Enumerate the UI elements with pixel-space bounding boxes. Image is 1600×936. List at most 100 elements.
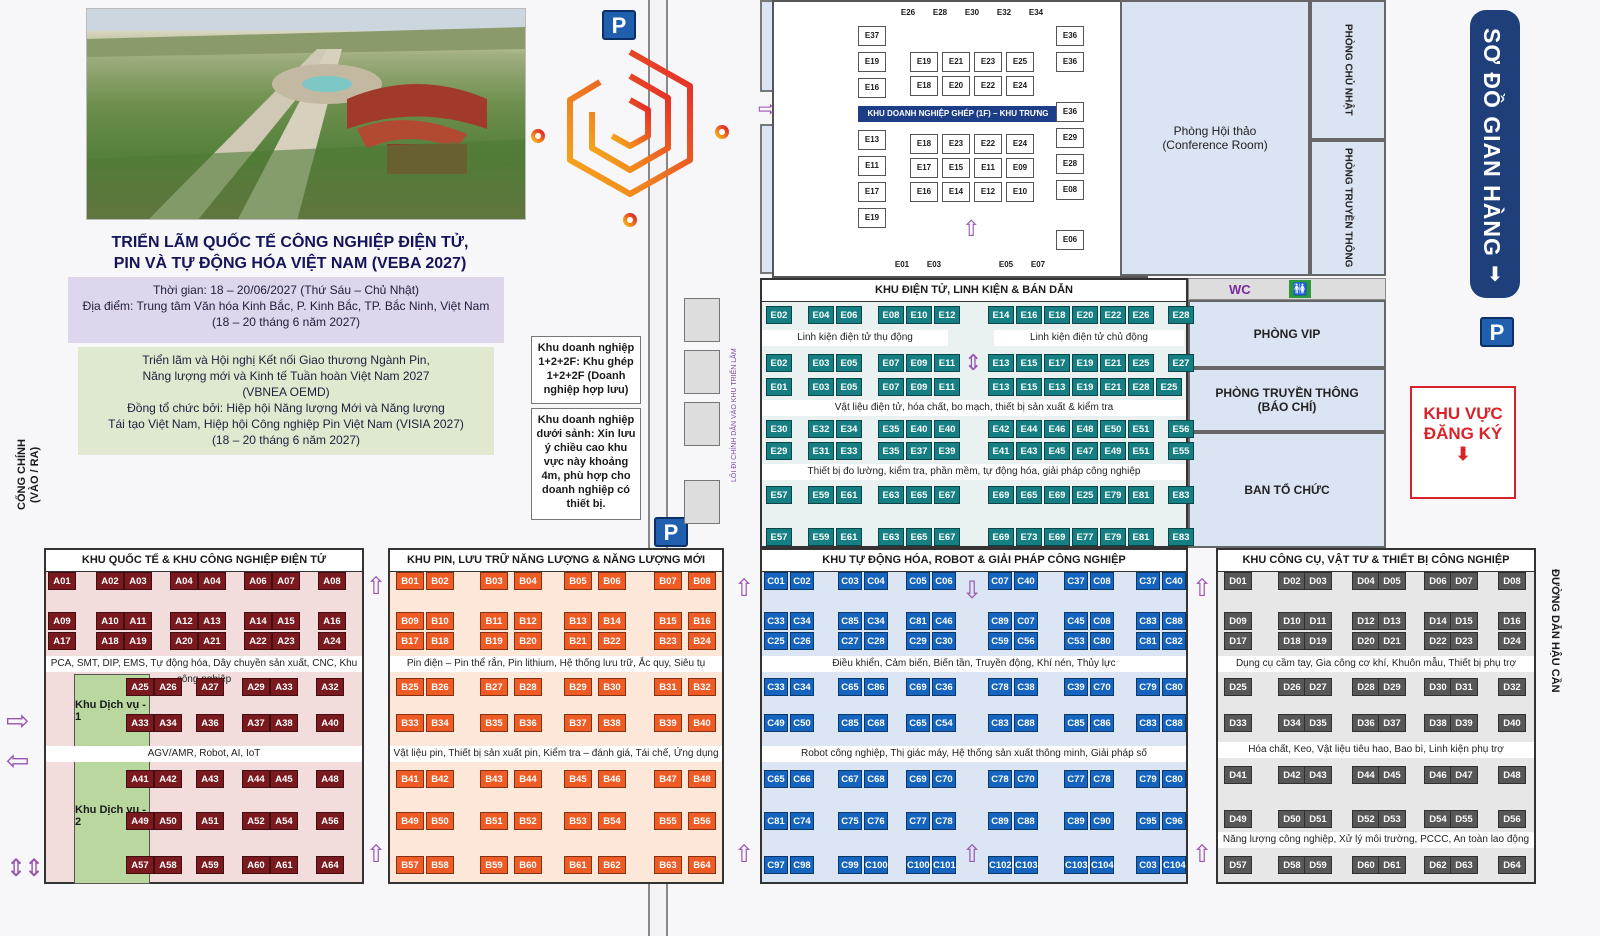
booth[interactable]: A40: [316, 714, 344, 732]
booth[interactable]: A16: [318, 612, 346, 630]
booth[interactable]: C97: [764, 856, 788, 874]
booth[interactable]: A44: [242, 770, 270, 788]
booth[interactable]: B60: [514, 856, 542, 874]
booth[interactable]: E07: [878, 378, 904, 396]
booth[interactable]: E28: [1056, 154, 1084, 174]
booth[interactable]: E13: [858, 130, 886, 150]
booth[interactable]: B39: [654, 714, 682, 732]
booth[interactable]: C02: [790, 572, 814, 590]
booth[interactable]: D04: [1352, 572, 1380, 590]
booth[interactable]: B33: [396, 714, 424, 732]
booth[interactable]: E11: [934, 378, 960, 396]
booth[interactable]: C08: [1090, 572, 1114, 590]
booth[interactable]: B08: [688, 572, 716, 590]
vip-room[interactable]: PHÒNG VIP: [1188, 300, 1386, 368]
booth[interactable]: C67: [838, 770, 862, 788]
booth[interactable]: B12: [514, 612, 542, 630]
booth[interactable]: E69: [988, 528, 1014, 546]
booth[interactable]: D50: [1278, 810, 1306, 828]
booth[interactable]: B14: [598, 612, 626, 630]
booth[interactable]: C08: [1090, 612, 1114, 630]
booth[interactable]: A42: [154, 770, 182, 788]
booth[interactable]: D38: [1424, 714, 1452, 732]
booth[interactable]: E21: [1100, 354, 1126, 372]
booth[interactable]: B07: [654, 572, 682, 590]
booth[interactable]: E01: [766, 378, 792, 396]
booth[interactable]: C04: [864, 572, 888, 590]
booth[interactable]: E73: [1016, 528, 1042, 546]
booth[interactable]: E23: [974, 52, 1002, 72]
booth[interactable]: D31: [1450, 678, 1478, 696]
booth[interactable]: C85: [838, 612, 862, 630]
booth[interactable]: A07: [272, 572, 300, 590]
booth[interactable]: D57: [1224, 856, 1252, 874]
booth[interactable]: B22: [598, 632, 626, 650]
booth[interactable]: C77: [906, 812, 930, 830]
booth[interactable]: C53: [1064, 632, 1088, 650]
booth[interactable]: C77: [1064, 770, 1088, 788]
booth[interactable]: E29: [1056, 128, 1084, 148]
booth[interactable]: E59: [808, 486, 834, 504]
booth[interactable]: B36: [514, 714, 542, 732]
booth[interactable]: B28: [514, 678, 542, 696]
booth[interactable]: C07: [988, 572, 1012, 590]
booth[interactable]: C65: [838, 678, 862, 696]
booth[interactable]: E17: [858, 182, 886, 202]
booth[interactable]: D36: [1352, 714, 1380, 732]
booth[interactable]: E15: [1016, 378, 1042, 396]
booth[interactable]: A19: [124, 632, 152, 650]
booth[interactable]: B01: [396, 572, 424, 590]
booth[interactable]: C65: [906, 714, 930, 732]
booth[interactable]: E31: [808, 442, 834, 460]
conference-room[interactable]: Phòng Hội thảo (Conference Room): [1120, 0, 1310, 276]
booth[interactable]: B13: [564, 612, 592, 630]
booth[interactable]: E06: [1056, 230, 1084, 250]
booth[interactable]: A13: [198, 612, 226, 630]
booth[interactable]: A52: [242, 812, 270, 830]
booth[interactable]: B24: [688, 632, 716, 650]
booth[interactable]: B05: [564, 572, 592, 590]
booth[interactable]: C37: [1064, 572, 1088, 590]
booth[interactable]: C25: [764, 632, 788, 650]
booth[interactable]: C34: [864, 612, 888, 630]
booth[interactable]: B51: [480, 812, 508, 830]
booth[interactable]: A59: [196, 856, 224, 874]
booth[interactable]: D44: [1352, 766, 1380, 784]
booth[interactable]: E29: [766, 442, 792, 460]
booth[interactable]: E05: [836, 378, 862, 396]
booth[interactable]: A54: [270, 812, 298, 830]
booth[interactable]: A60: [242, 856, 270, 874]
booth[interactable]: C85: [838, 714, 862, 732]
booth[interactable]: E51: [1128, 420, 1154, 438]
booth[interactable]: B23: [654, 632, 682, 650]
booth[interactable]: E83: [1168, 486, 1194, 504]
booth[interactable]: B09: [396, 612, 424, 630]
booth[interactable]: B61: [564, 856, 592, 874]
booth[interactable]: E33: [836, 442, 862, 460]
booth[interactable]: C66: [790, 770, 814, 788]
booth[interactable]: A04: [198, 572, 226, 590]
booth[interactable]: E21: [942, 52, 970, 72]
booth[interactable]: E09: [1006, 158, 1034, 178]
booth[interactable]: D17: [1224, 632, 1252, 650]
booth[interactable]: A36: [196, 714, 224, 732]
booth[interactable]: E41: [988, 442, 1014, 460]
booth[interactable]: D01: [1224, 572, 1252, 590]
booth[interactable]: C78: [932, 812, 956, 830]
booth[interactable]: A64: [316, 856, 344, 874]
booth[interactable]: D45: [1378, 766, 1406, 784]
booth[interactable]: A27: [196, 678, 224, 696]
booth[interactable]: E57: [766, 486, 792, 504]
booth[interactable]: E09: [906, 354, 932, 372]
booth[interactable]: D23: [1450, 632, 1478, 650]
booth[interactable]: B34: [426, 714, 454, 732]
booth[interactable]: E19: [910, 52, 938, 72]
booth[interactable]: B11: [480, 612, 508, 630]
booth[interactable]: E21: [1100, 378, 1126, 396]
booth[interactable]: A03: [124, 572, 152, 590]
booth[interactable]: E08: [878, 306, 904, 324]
booth[interactable]: C78: [988, 770, 1012, 788]
booth[interactable]: D42: [1278, 766, 1306, 784]
booth[interactable]: E06: [836, 306, 862, 324]
booth[interactable]: A34: [154, 714, 182, 732]
